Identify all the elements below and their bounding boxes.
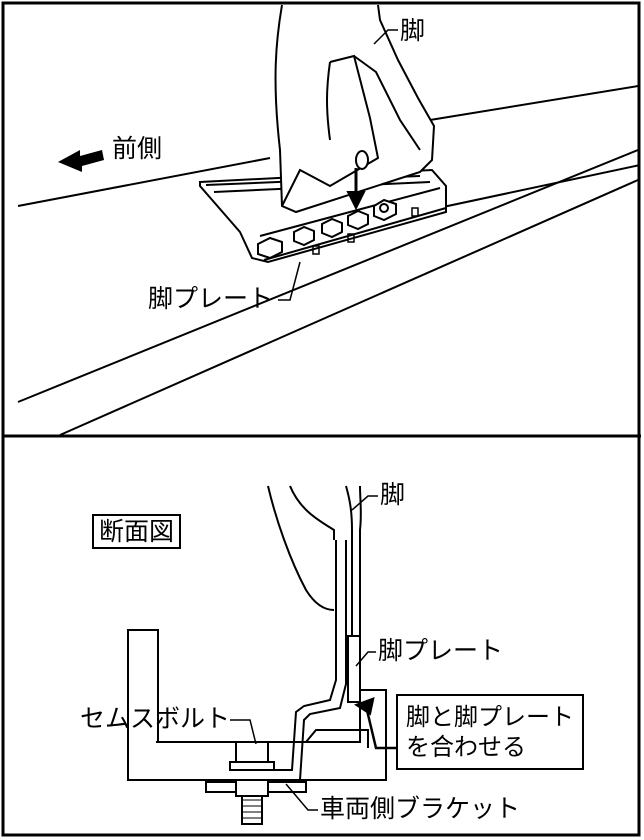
section-view-title: 断面図 — [92, 514, 182, 549]
top-view-illustration — [17, 4, 641, 436]
leg-plate-label-section: 脚プレート — [378, 636, 504, 665]
leg-plate-label-top: 脚プレート — [148, 284, 274, 313]
note-arrow-icon — [353, 697, 375, 716]
leg-label-top: 脚 — [400, 16, 426, 45]
note-arrow-line — [364, 705, 396, 750]
leader-leg-plate-section — [355, 651, 376, 667]
leader-leg-section — [351, 495, 378, 511]
bolt-label: セムスボルト — [80, 704, 231, 733]
section-view-illustration — [127, 485, 387, 825]
bracket-label: 車両側ブラケット — [320, 794, 521, 823]
leader-leg-top — [373, 29, 398, 45]
front-arrow-icon — [58, 150, 104, 172]
front-label: 前側 — [112, 134, 163, 163]
leader-bolt — [230, 719, 257, 745]
leader-bracket — [285, 783, 318, 811]
leader-leg-plate-top — [278, 261, 301, 301]
align-note-line1: 脚と脚プレート — [406, 703, 574, 731]
leg-label-section: 脚 — [380, 480, 406, 509]
align-note-box: 脚と脚プレート を合わせる — [396, 694, 584, 770]
align-note-line2: を合わせる — [406, 733, 526, 761]
